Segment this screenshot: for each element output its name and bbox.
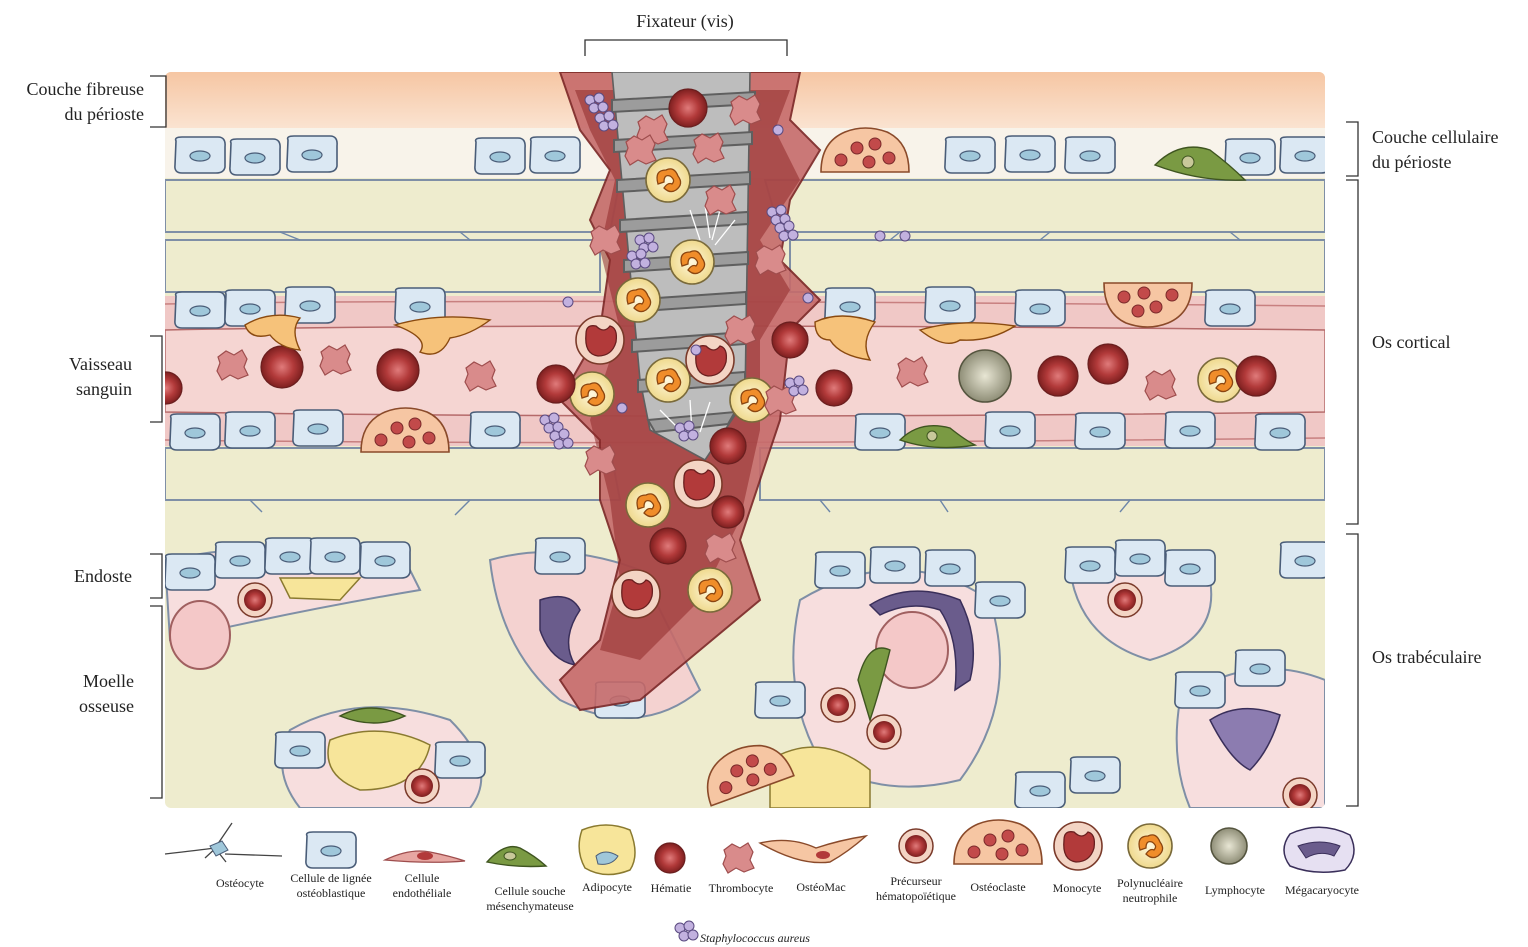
cellular-periosteum-line-1: Couche cellulaire: [1372, 125, 1522, 150]
legend-label-msc: Cellule souche mésenchymateuse: [475, 884, 585, 914]
fibrous-periosteum-label: Couche fibreuse du périoste: [0, 77, 144, 127]
legend-line: OstéoMac: [785, 880, 857, 895]
blood-vessel-label: Vaisseau sanguin: [0, 352, 132, 402]
legend-line: hématopoïétique: [862, 889, 970, 904]
legend-label-lymphocyte: Lymphocyte: [1195, 883, 1275, 898]
legend-line: Cellule souche: [475, 884, 585, 899]
legend-label-endothelial: Cellule endothéliale: [383, 871, 461, 901]
adipocyte-icon: [579, 825, 635, 875]
legend-label-hematopoietic: Précurseur hématopoïétique: [862, 874, 970, 904]
legend-label-neutrophil: Polynucléaire neutrophile: [1108, 876, 1192, 906]
legend-line: Cellule: [383, 871, 461, 886]
screw-title: Fixateur (vis): [610, 9, 760, 34]
cortical-bone-label: Os cortical: [1372, 330, 1522, 355]
osteocyte-icon: [165, 823, 282, 862]
legend-line: Précurseur: [862, 874, 970, 889]
legend-label-monocyte: Monocyte: [1044, 881, 1110, 896]
legend-line: Ostéocyte: [205, 876, 275, 891]
bone-marrow-line-2: osseuse: [0, 694, 134, 719]
platelet-icon: [723, 843, 754, 873]
legend-line: neutrophile: [1108, 891, 1192, 906]
lymphocyte-icon: [1211, 828, 1247, 864]
trabecular-bone-label: Os trabéculaire: [1372, 645, 1522, 670]
legend-line: Polynucléaire: [1108, 876, 1192, 891]
legend-line: Adipocyte: [572, 880, 642, 895]
blood-vessel-line-1: Vaisseau: [0, 352, 132, 377]
cellular-periosteum-line-2: du périoste: [1372, 150, 1522, 175]
bone-marrow-label: Moelle osseuse: [0, 669, 134, 719]
legend-line: Hématie: [643, 881, 699, 896]
legend-label-thrombocyte: Thrombocyte: [700, 881, 782, 896]
megakaryocyte-icon: [1284, 827, 1354, 872]
fibrous-periosteum-line-1: Couche fibreuse: [0, 77, 144, 102]
legend-label-staphylococcus: Staphylococcus aureus: [700, 931, 840, 946]
legend-line: endothéliale: [383, 886, 461, 901]
hematopoietic-precursor-icon: [899, 829, 933, 863]
osteomac-icon: [760, 836, 866, 863]
mesenchymal-stem-cell-icon: [487, 847, 546, 867]
endothelial-cell-icon: [385, 851, 465, 862]
neutrophil-icon: [1128, 824, 1172, 868]
staphylococcus-icon: [675, 921, 698, 941]
legend-label-osteomac: OstéoMac: [785, 880, 857, 895]
legend-line: Lymphocyte: [1195, 883, 1275, 898]
legend-line: Thrombocyte: [700, 881, 782, 896]
lymphocyte-in-vessel: [959, 350, 1011, 402]
endosteum-label: Endoste: [0, 564, 132, 589]
legend-label-osteocyte: Ostéocyte: [205, 876, 275, 891]
red-blood-cell-icon: [655, 843, 685, 873]
blood-vessel-line-2: sanguin: [0, 377, 132, 402]
tissue-section: [150, 72, 1330, 812]
legend-line: Cellule de lignée: [276, 871, 386, 886]
legend-line: Monocyte: [1044, 881, 1110, 896]
legend-label-adipocyte: Adipocyte: [572, 880, 642, 895]
monocyte-icon: [1054, 822, 1102, 870]
legend-line: Mégacaryocyte: [1276, 883, 1368, 898]
legend-label-osteoclast: Ostéoclaste: [962, 880, 1034, 895]
osteoclast-icon: [954, 820, 1042, 864]
cellular-periosteum-label: Couche cellulaire du périoste: [1372, 125, 1522, 175]
legend-label-osteoblast-lineage: Cellule de lignée ostéoblastique: [276, 871, 386, 901]
legend-label-megakaryocyte: Mégacaryocyte: [1276, 883, 1368, 898]
legend-line: ostéoblastique: [276, 886, 386, 901]
bone-marrow-line-1: Moelle: [0, 669, 134, 694]
legend-line: Ostéoclaste: [962, 880, 1034, 895]
legend-label-hematie: Hématie: [643, 881, 699, 896]
osteoblast-lineage-cell-icon: [306, 832, 356, 868]
legend-line: mésenchymateuse: [475, 899, 585, 914]
fibrous-periosteum-line-2: du périoste: [0, 102, 144, 127]
